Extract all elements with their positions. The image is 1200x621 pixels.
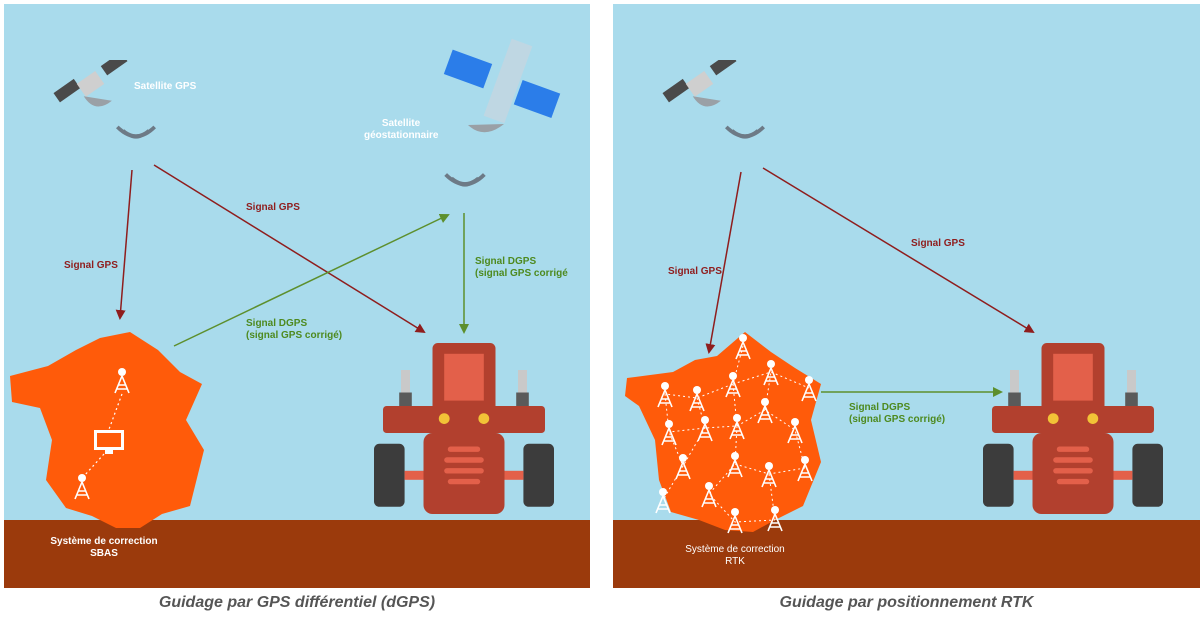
sbas-label-line2: SBAS xyxy=(90,548,118,559)
signal-gps-down-label: Signal GPS xyxy=(64,260,118,271)
dgps-signal-arrow-to-satellite xyxy=(173,213,450,347)
ground xyxy=(4,520,590,588)
geo-label-line2: géostationnaire xyxy=(364,130,439,141)
dgps-label-line1: Signal DGPS xyxy=(849,402,911,413)
signal-gps-diagonal-label: Signal GPS xyxy=(246,202,300,213)
rtk-label-line2: RTK xyxy=(725,556,745,567)
signal-dgps-label: Signal DGPS (signal GPS corrigé) xyxy=(849,402,945,426)
sbas-correction-label: Système de correction SBAS xyxy=(44,536,164,560)
dgps-label-line1: Signal DGPS xyxy=(246,318,308,329)
caption-dgps: Guidage par GPS différentiel (dGPS) xyxy=(158,594,436,611)
geostationary-satellite-icon xyxy=(443,38,561,133)
panel-dgps: Satellite GPS Satellite géostationnaire … xyxy=(4,0,590,621)
geostationary-satellite-label: Satellite géostationnaire xyxy=(364,118,438,142)
gps-signal-arrow-to-france xyxy=(705,171,742,354)
panel-rtk: Signal GPS Signal GPS Signal DGPS (signa… xyxy=(613,0,1200,621)
rtk-correction-label: Système de correction RTK xyxy=(675,544,795,568)
geo-label-line1: Satellite xyxy=(381,118,421,129)
signal-gps-down-label: Signal GPS xyxy=(668,266,722,277)
gps-signal-arrow-to-france xyxy=(115,169,133,320)
signal-gps-diagonal-label: Signal GPS xyxy=(911,238,965,249)
ground xyxy=(613,520,1200,588)
dgps-label-line2: (signal GPS corrigé) xyxy=(849,414,946,425)
satellite-gps-label: Satellite GPS xyxy=(134,81,197,92)
rtk-label-line1: Système de correction xyxy=(685,544,785,555)
gps-signal-arrow-to-tractor xyxy=(762,167,1035,334)
rtk-network-links xyxy=(662,345,810,523)
dgps-label-line2: (signal GPS corrigé) xyxy=(246,330,343,341)
signal-dgps-down-label: Signal DGPS (signal GPS corrigé xyxy=(475,256,568,280)
rtk-illustration xyxy=(613,4,1200,588)
sbas-label-line1: Système de correction xyxy=(50,536,158,547)
france-map xyxy=(625,332,821,532)
dgps-down-label-line1: Signal DGPS xyxy=(475,256,537,267)
dgps-illustration xyxy=(4,4,590,588)
dgps-down-label-line2: (signal GPS corrigé xyxy=(475,268,568,279)
computer-screen-icon xyxy=(94,430,124,454)
gps-signal-arrow-to-tractor xyxy=(153,164,426,334)
caption-rtk: Guidage par positionnement RTK xyxy=(779,594,1034,611)
signal-dgps-label: Signal DGPS (signal GPS corrigé) xyxy=(246,318,342,342)
